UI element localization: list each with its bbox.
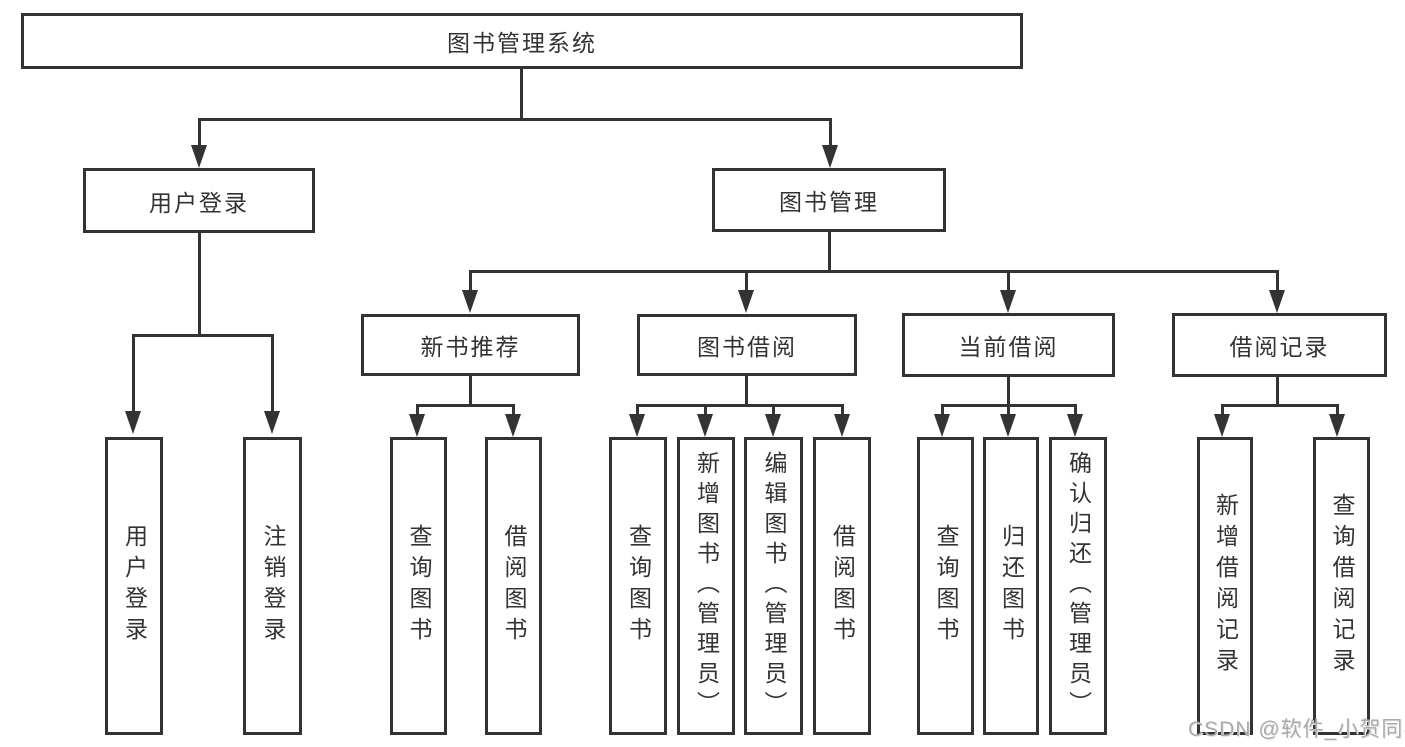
connector-line [636, 404, 639, 416]
arrowhead-down [409, 414, 425, 437]
leaf-node-borrow-books: 借阅图书 [813, 437, 871, 735]
connector-line [745, 270, 748, 292]
leaf-node-logout: 注销登录 [243, 437, 302, 735]
connector-line [271, 334, 274, 414]
connector-line [841, 404, 844, 416]
arrowhead-down [697, 414, 713, 437]
connector-line [772, 404, 775, 416]
leaf-node-add-books-admin: 新增图书（管理员） [677, 437, 735, 735]
connector-line [416, 404, 515, 407]
leaf-node-edit-books-admin: 编辑图书（管理员） [744, 437, 803, 735]
arrowhead-down [125, 411, 141, 434]
node-borrow-records: 借阅记录 [1172, 313, 1387, 377]
arrowhead-down [765, 414, 781, 437]
node-book-borrow: 图书借阅 [637, 314, 857, 376]
arrowhead-down [1000, 414, 1016, 437]
leaf-node-confirm-return-admin: 确认归还（管理员） [1049, 437, 1107, 735]
arrowhead-down [505, 414, 521, 437]
connector-line [745, 376, 748, 407]
connector-line [1007, 270, 1010, 292]
connector-line [1336, 404, 1339, 416]
connector-line [132, 334, 274, 337]
arrowhead-down [834, 414, 850, 437]
arrowhead-down [934, 414, 950, 437]
connector-line [198, 118, 832, 121]
connector-line [416, 404, 419, 416]
node-root-library-system: 图书管理系统 [21, 13, 1023, 69]
leaf-node-add-borrow-record: 新增借阅记录 [1197, 437, 1253, 735]
connector-line [469, 270, 472, 292]
connector-line [829, 119, 832, 147]
arrowhead-down [738, 290, 754, 313]
connector-line [1221, 404, 1224, 416]
leaf-node-return-books: 归还图书 [983, 437, 1039, 735]
connector-line [520, 69, 523, 121]
connector-line [198, 119, 201, 147]
arrowhead-down [1067, 414, 1083, 437]
node-book-management: 图书管理 [712, 168, 946, 232]
arrowhead-down [1269, 290, 1285, 313]
leaf-node-query-books-recommend: 查询图书 [390, 437, 447, 735]
node-current-borrow: 当前借阅 [902, 313, 1115, 377]
connector-line [198, 233, 201, 337]
connector-line [1221, 404, 1339, 407]
leaf-node-query-books-borrow: 查询图书 [609, 437, 667, 735]
arrowhead-down [462, 290, 478, 313]
node-new-book-recommend: 新书推荐 [361, 314, 580, 376]
connector-line [1276, 377, 1279, 407]
leaf-node-borrow-books-recommend: 借阅图书 [485, 437, 542, 735]
connector-line [469, 376, 472, 407]
connector-line [1276, 270, 1279, 292]
connector-line [636, 404, 844, 407]
arrowhead-down [264, 411, 280, 434]
arrowhead-down [1214, 414, 1230, 437]
connector-line [828, 232, 831, 273]
arrowhead-down [822, 145, 838, 168]
arrowhead-down [629, 414, 645, 437]
csdn-watermark: CSDN @软件_小贺同学 [1188, 718, 1405, 741]
arrowhead-down [1000, 290, 1016, 313]
connector-line [1074, 404, 1077, 416]
node-user-login: 用户登录 [83, 168, 315, 233]
connector-line [469, 270, 1279, 273]
connector-line [1007, 404, 1010, 416]
connector-line [512, 404, 515, 416]
arrowhead-down [191, 145, 207, 168]
leaf-node-user-login: 用户登录 [105, 437, 163, 735]
leaf-node-query-borrow-record: 查询借阅记录 [1313, 437, 1370, 735]
connector-line [704, 404, 707, 416]
leaf-node-query-books-current: 查询图书 [917, 437, 974, 735]
connector-line [941, 404, 944, 416]
connector-line [1007, 377, 1010, 407]
connector-line [132, 334, 135, 414]
arrowhead-down [1329, 414, 1345, 437]
